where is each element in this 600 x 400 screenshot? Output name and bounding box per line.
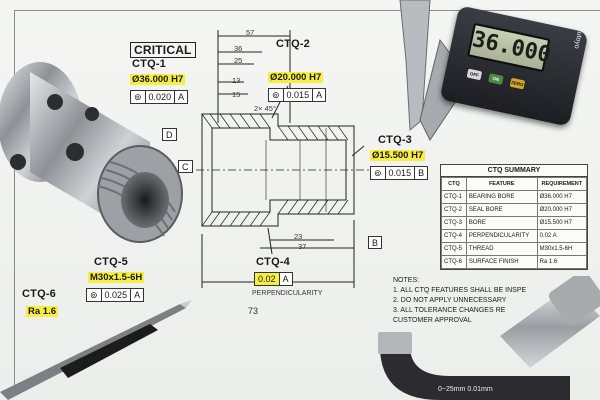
micrometer-photo [378, 276, 600, 400]
dim-25: 25 [234, 56, 243, 65]
caliper-zero-button[interactable]: ZERO [509, 77, 526, 90]
ctq2-dimension: Ø20.000 H7 [268, 72, 324, 83]
ctq5-datum: A [134, 290, 141, 300]
critical-label: CRITICAL [130, 42, 196, 58]
summary-header-row: CTQ FEATURE REQUIREMENT [441, 177, 588, 191]
ctq3-control-frame: ⊚ 0.015 B [370, 166, 429, 180]
ctq4-control-frame: 0.02 A [254, 272, 293, 286]
dim-37: 37 [298, 242, 307, 251]
ctq3-tolerance: 0.015 [386, 167, 416, 179]
note-item: CUSTOMER APPROVAL [393, 317, 472, 324]
dim-23: 23 [294, 232, 303, 241]
dim-chamfer: 2× 45° [254, 104, 276, 113]
ctq5-tolerance: 0.025 [102, 289, 132, 301]
ctq6-value: Ra 1.6 [26, 306, 58, 317]
caliper-on-button[interactable]: ON [488, 73, 504, 85]
ctq5-label: CTQ-5 [94, 256, 128, 268]
summary-header: REQUIREMENT [536, 177, 588, 191]
ctq1-datum: A [178, 92, 185, 102]
ctq4-value: 0.02 [255, 273, 280, 285]
ctq4-label: CTQ-4 [256, 256, 290, 268]
summary-header: FEATURE [465, 177, 538, 191]
pen-photo [0, 300, 192, 400]
ctq1-label: CTQ-1 [132, 58, 166, 70]
notes-title: NOTES: [393, 277, 420, 284]
ctq-summary-table: CTQ SUMMARY CTQ FEATURE REQUIREMENT CTQ-… [440, 164, 588, 270]
ctq2-control-frame: ⊚ 0.015 A [268, 88, 327, 102]
dim-57: 57 [246, 28, 255, 37]
concentricity-symbol: ⊚ [87, 289, 102, 301]
ctq5-dimension: M30x1.5-6H [88, 272, 145, 283]
datum-c-box: C [178, 160, 193, 173]
dim-13: 13 [232, 76, 241, 85]
ctq1-dimension: Ø36.000 H7 [130, 74, 186, 85]
summary-header: CTQ [441, 177, 467, 191]
ctq3-dimension: Ø15.500 H7 [370, 150, 426, 161]
drawing-notes: NOTES: 1. ALL CTQ FEATURES SHALL BE INSP… [393, 276, 553, 326]
caliper-display: 36.000 [467, 22, 553, 73]
concentricity-symbol: ⊚ [269, 89, 284, 101]
machined-part-photo [0, 62, 183, 243]
ctq1-control-frame: ⊚ 0.020 A [130, 90, 189, 104]
note-item: 3. ALL TOLERANCE CHANGES RE [393, 307, 506, 314]
ctq2-datum: A [316, 90, 323, 100]
ctq4-caption: PERPENDICULARITY [252, 290, 323, 297]
dim-73: 73 [248, 306, 259, 316]
micrometer-scale-label: 0~25mm 0.01mm [438, 386, 493, 393]
dim-15: 15 [232, 90, 241, 99]
note-item: 1. ALL CTQ FEATURES SHALL BE INSPE [393, 287, 527, 294]
concentricity-symbol: ⊚ [371, 167, 386, 179]
ctq1-tolerance: 0.020 [146, 91, 176, 103]
ctq5-control-frame: ⊚ 0.025 A [86, 288, 145, 302]
ctq6-label: CTQ-6 [22, 288, 56, 300]
datum-b-box: B [368, 236, 383, 249]
datum-d-box: D [162, 128, 177, 141]
summary-title: CTQ SUMMARY [441, 165, 587, 177]
ctq2-label: CTQ-2 [276, 38, 310, 50]
note-item: 2. DO NOT APPLY UNNECESSARY [393, 297, 507, 304]
caliper-off-button[interactable]: OFF [466, 68, 483, 81]
ctq2-tolerance: 0.015 [284, 89, 314, 101]
concentricity-symbol: ⊚ [131, 91, 146, 103]
dim-36: 36 [234, 44, 243, 53]
ctq4-datum: A [282, 274, 289, 284]
ctq3-datum: B [418, 168, 425, 178]
ctq3-label: CTQ-3 [378, 134, 412, 146]
